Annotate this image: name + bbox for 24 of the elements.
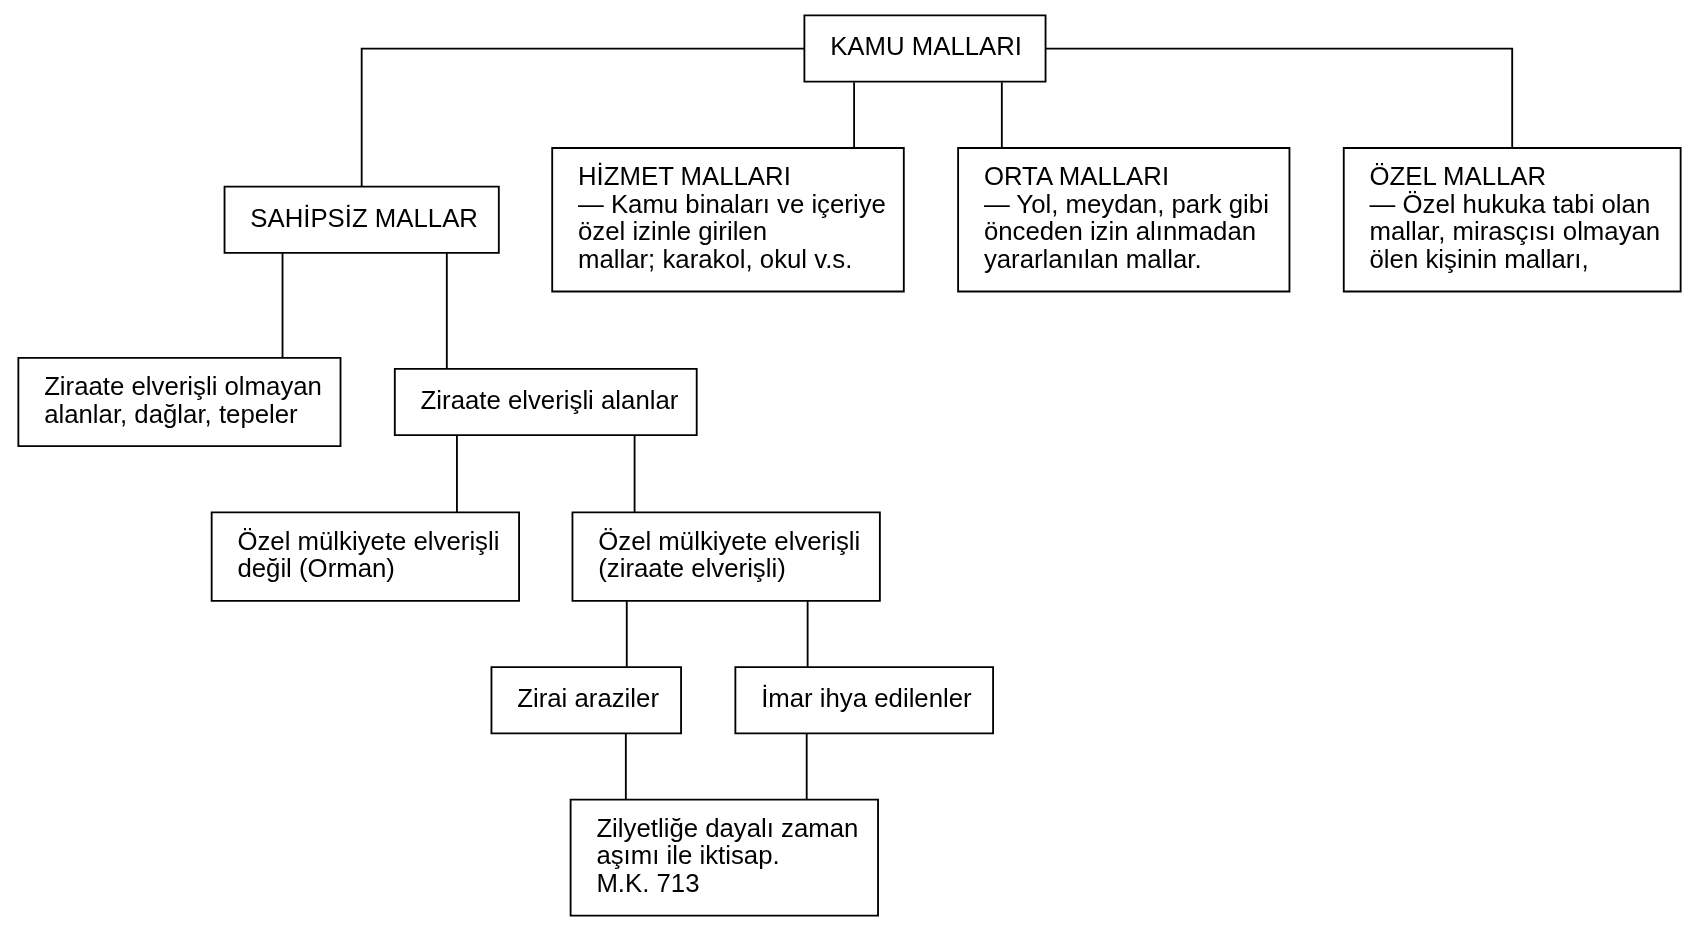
connector (624, 732, 627, 801)
node-box: ÖZEL MALLAR — Özel hukuka tabi olan mallar, mirasçısı olmayan ölen kişinin malları, (1342, 147, 1682, 293)
connector (853, 81, 855, 149)
node-box: Ziraate elverişli olmayan alanlar, dağlar, tepeler (17, 356, 342, 448)
connector (456, 434, 458, 513)
connector (625, 600, 628, 668)
connector (445, 252, 448, 370)
node-box: SAHİPSİZ MALLAR (223, 185, 500, 254)
node-box: Zilyetliğe dayalı zaman aşımı ile iktisap. M.K. 713 (569, 798, 879, 917)
connector (806, 600, 809, 668)
connector (633, 434, 636, 513)
connector (360, 47, 806, 187)
node-box: Özel mülkiyete elverişli değil (Orman) (210, 511, 520, 602)
node-box: İmar ihya edilenler (734, 666, 994, 735)
node-box: Zirai araziler (490, 666, 682, 735)
connector (1045, 47, 1514, 149)
node-box: Özel mülkiyete elverişli (ziraate elverişli) (571, 511, 881, 602)
node-box: KAMU MALLARI (803, 14, 1047, 83)
node-box: ORTA MALLARI — Yol, meydan, park gibi önceden izin alınmadan yararlanılan mallar. (957, 147, 1291, 293)
node-box: HİZMET MALLARI — Kamu binaları ve içeriye özel izinle girilen mallar; karakol, okul v.s. (551, 147, 905, 293)
connector (805, 732, 808, 801)
node-box: Ziraate elverişli alanlar (393, 367, 698, 437)
connector (1000, 81, 1003, 149)
connector (281, 252, 284, 359)
